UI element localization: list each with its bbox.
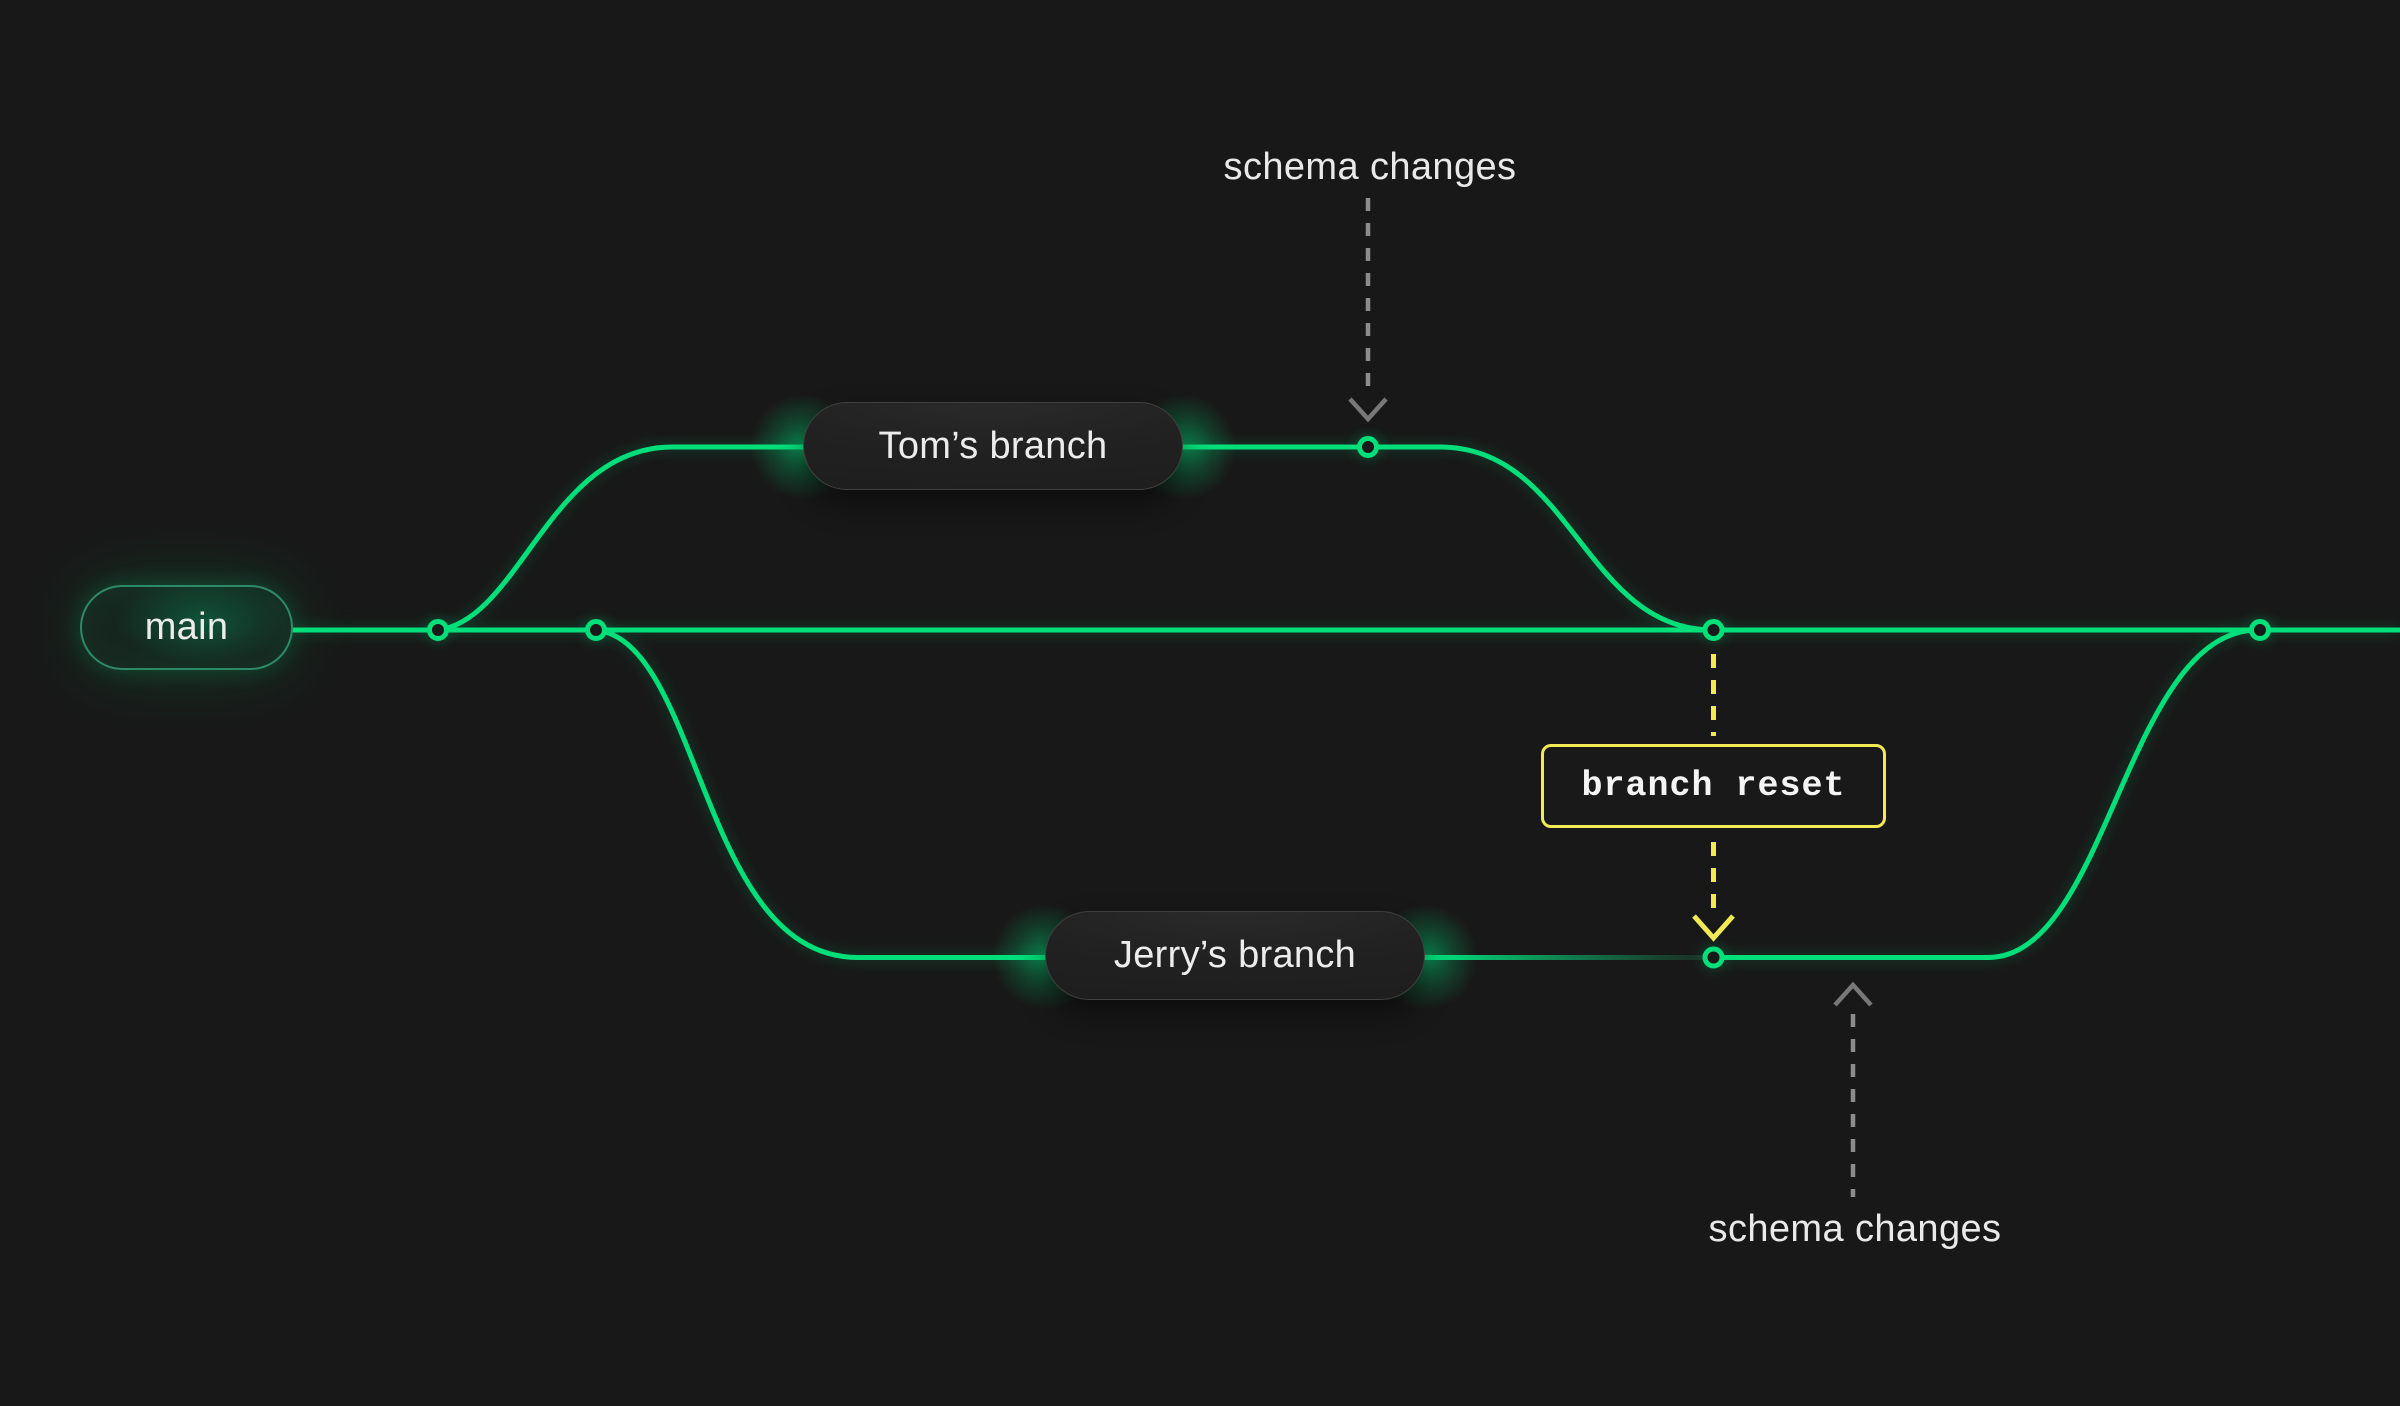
schema-changes-arrow-top xyxy=(1348,198,1388,423)
schema-changes-annotation-bottom: schema changes xyxy=(1708,1208,2002,1250)
commit-dot-main-fork-tom xyxy=(427,619,449,641)
jerry-branch-label: Jerry’s branch xyxy=(1045,911,1425,1000)
main-branch-label-text: main xyxy=(144,606,229,648)
arrow-down-icon xyxy=(1692,914,1735,942)
arrow-down-icon xyxy=(1348,397,1388,423)
schema-changes-annotation-top: schema changes xyxy=(1223,146,1517,188)
tom-branch-label-text: Tom’s branch xyxy=(878,424,1108,467)
jerry-branch-label-text: Jerry’s branch xyxy=(1113,934,1357,976)
schema-changes-arrow-bottom xyxy=(1833,981,1873,1197)
branch-reset-badge: branch reset xyxy=(1541,744,1886,828)
branch-reset-badge-text: branch reset xyxy=(1581,766,1846,806)
branch-reset-arrow xyxy=(1692,654,1735,942)
main-branch-label: main xyxy=(80,585,293,670)
commit-dot-main-merge-jerry xyxy=(2249,619,2271,641)
commit-dot-main-merge-tom xyxy=(1702,619,1725,641)
commit-dot-jerry-branch xyxy=(1702,946,1725,969)
jerry-branch-merge-line xyxy=(1713,627,2259,960)
commit-dot-tom-branch xyxy=(1357,436,1379,458)
arrow-up-icon xyxy=(1833,981,1873,1007)
jerry-branch-line xyxy=(595,627,1434,960)
tom-branch-label: Tom’s branch xyxy=(803,402,1183,490)
commit-dot-main-fork-jerry xyxy=(585,619,607,641)
tom-branch-line xyxy=(437,444,1714,633)
